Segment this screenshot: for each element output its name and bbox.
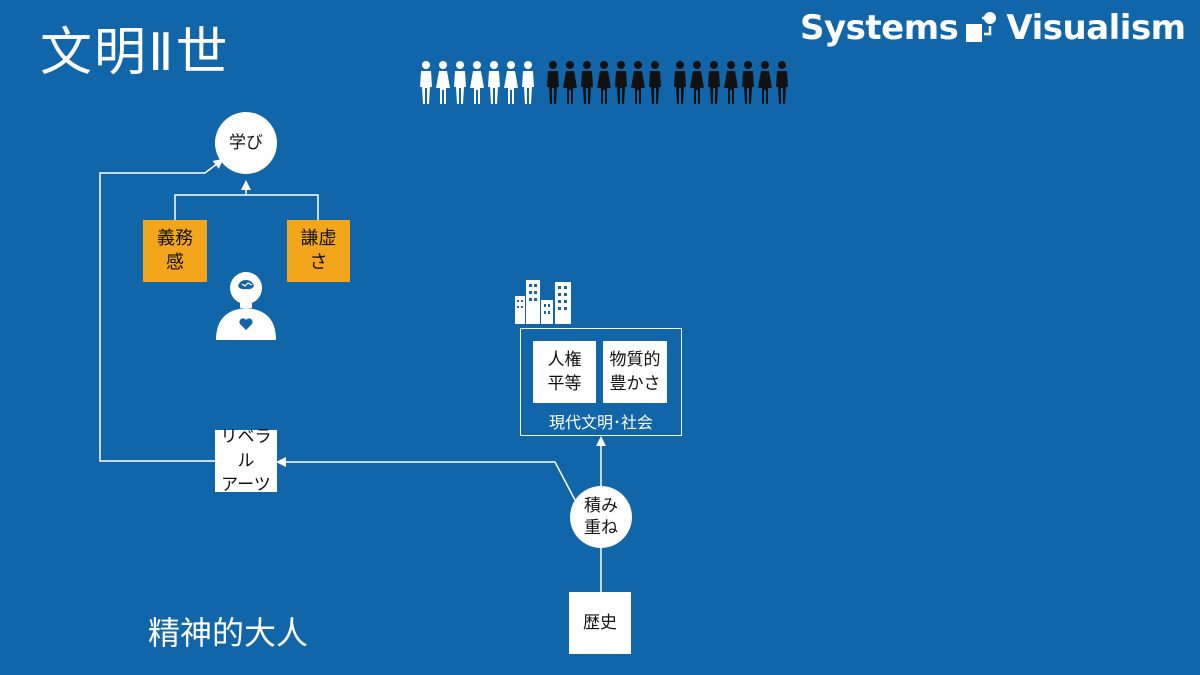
node-busshitsu: 物質的 豊かさ bbox=[603, 341, 667, 403]
node-busshitsu-line1: 物質的 bbox=[609, 350, 661, 370]
brand-left: Systems bbox=[800, 8, 959, 48]
node-manabi: 学び bbox=[215, 112, 277, 174]
person-icon bbox=[454, 61, 466, 104]
node-kenkyo-line1: 謙虚 bbox=[300, 228, 337, 249]
person-icon bbox=[776, 61, 788, 104]
people-group bbox=[418, 60, 537, 104]
person-icon bbox=[547, 61, 559, 104]
node-rekishi: 歴史 bbox=[569, 592, 631, 654]
person-icon bbox=[522, 61, 534, 104]
person-icon bbox=[742, 61, 754, 104]
person-icon bbox=[563, 61, 577, 104]
person-icon bbox=[708, 61, 720, 104]
node-liberal-line2: アーツ bbox=[221, 475, 271, 495]
person-icon bbox=[420, 61, 432, 104]
brand-right: Visualism bbox=[1006, 8, 1186, 48]
person-icon bbox=[470, 61, 484, 104]
node-jinken-line2: 平等 bbox=[547, 374, 582, 394]
person-icon bbox=[758, 61, 772, 104]
node-busshitsu-line2: 豊かさ bbox=[609, 374, 661, 394]
node-gimukan: 義務 感 bbox=[143, 220, 207, 282]
node-rekishi-label: 歴史 bbox=[583, 613, 617, 633]
node-manabi-label: 学び bbox=[229, 133, 263, 153]
person-icon bbox=[597, 61, 611, 104]
person-brain-icon bbox=[216, 272, 276, 340]
person-icon bbox=[615, 61, 627, 104]
person-icon bbox=[581, 61, 593, 104]
node-tsumikasane-line1: 積み bbox=[584, 496, 618, 516]
node-jinken-line1: 人権 bbox=[547, 350, 582, 370]
brand-logo-icon bbox=[966, 12, 997, 42]
node-gendai-label: 現代文明･社会 bbox=[548, 413, 653, 432]
page-title: 文明Ⅱ世 bbox=[40, 23, 230, 83]
people-group bbox=[545, 60, 664, 104]
node-gimukan-line2: 感 bbox=[166, 252, 184, 273]
gendai-frame bbox=[520, 328, 682, 436]
buildings-icon bbox=[515, 280, 571, 324]
node-liberal-line1: リベラル bbox=[220, 427, 272, 471]
person-icon bbox=[488, 61, 500, 104]
people-group bbox=[672, 60, 791, 104]
people-icons bbox=[418, 60, 791, 104]
person-icon bbox=[690, 61, 704, 104]
person-icon bbox=[631, 61, 645, 104]
brand: Systems Visualism bbox=[800, 8, 1186, 48]
person-icon bbox=[674, 61, 686, 104]
person-icon bbox=[649, 61, 661, 104]
person-icon bbox=[436, 61, 450, 104]
node-tsumikasane-line2: 重ね bbox=[584, 518, 618, 538]
node-kenkyo-line2: さ bbox=[309, 252, 328, 273]
node-gimukan-line1: 義務 bbox=[157, 228, 193, 249]
node-tsumikasane: 積み 重ね bbox=[570, 486, 632, 548]
node-kenkyo: 謙虚 さ bbox=[287, 220, 350, 282]
person-icon bbox=[504, 61, 518, 104]
person-icon bbox=[724, 61, 738, 104]
subtitle: 精神的大人 bbox=[148, 614, 309, 652]
node-jinken: 人権 平等 bbox=[533, 341, 596, 403]
node-liberal-arts: リベラル アーツ bbox=[215, 427, 277, 495]
